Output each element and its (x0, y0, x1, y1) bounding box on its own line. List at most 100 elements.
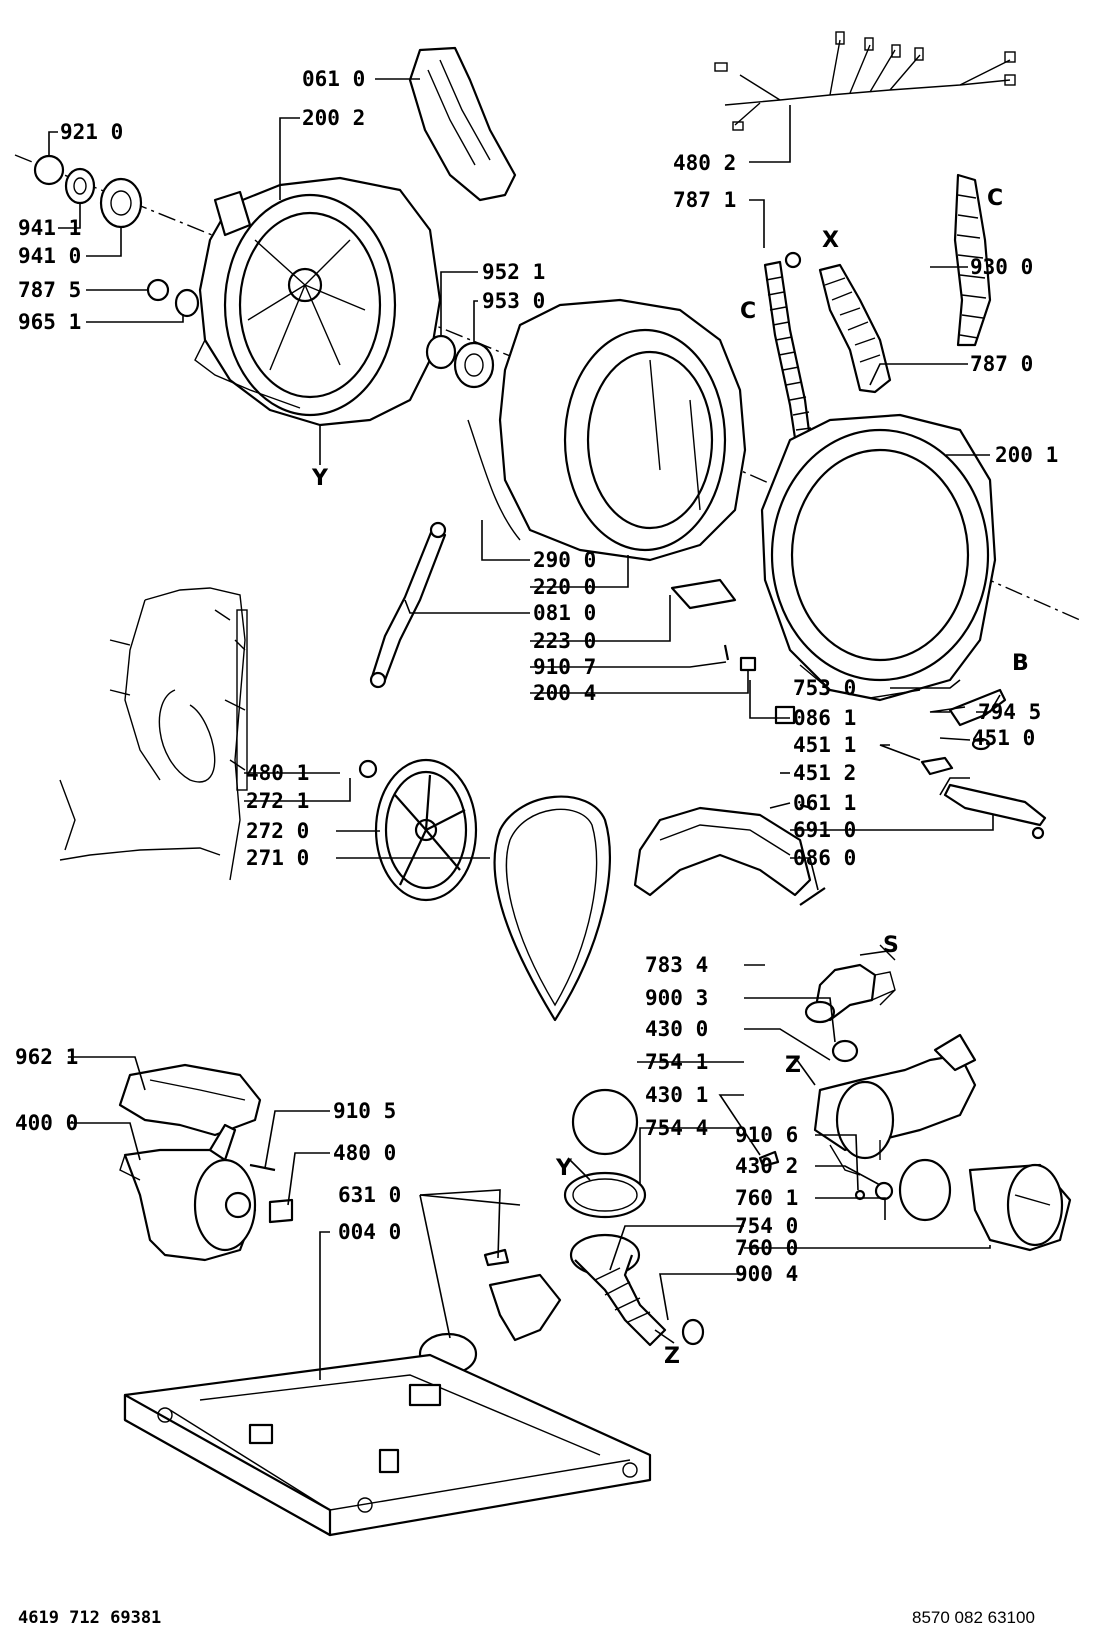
drum-seal-part (453, 341, 495, 389)
part-label-754-4: 754 4 (645, 1116, 708, 1140)
part-label-272-1: 272 1 (246, 789, 309, 813)
part-label-451-2: 451 2 (793, 761, 856, 785)
part-label-400-0: 400 0 (15, 1111, 78, 1135)
nut-part (1031, 826, 1045, 840)
part-label-900-3: 900 3 (645, 986, 708, 1010)
part-label-223-0: 223 0 (533, 629, 596, 653)
part-label-200-1: 200 1 (995, 443, 1058, 467)
circlip-part (33, 154, 65, 186)
marker-z-pump: Z (785, 1053, 801, 1078)
motor-shield-part (118, 1063, 262, 1137)
ntc-sensor-part (948, 688, 1007, 727)
part-labels: 061 0 200 2 921 0 941 1 941 0 787 5 965 … (15, 67, 1058, 1286)
part-label-220-0: 220 0 (533, 575, 596, 599)
motor-part (119, 1123, 257, 1262)
gasket-small-part (971, 737, 991, 751)
part-label-200-2: 200 2 (302, 106, 365, 130)
clamp-small-part (146, 278, 170, 302)
screw-pump-part (854, 1189, 866, 1201)
pump-cover-part (874, 1181, 894, 1201)
shock-absorber-part (370, 528, 447, 682)
part-label-794-5: 794 5 (978, 700, 1041, 724)
clip-part (739, 656, 757, 672)
pulley-nut-part (358, 759, 378, 779)
bearing-small-part (64, 167, 96, 205)
part-label-081-0: 081 0 (533, 601, 596, 625)
filter-gasket-part (898, 1158, 952, 1222)
part-label-962-1: 962 1 (15, 1045, 78, 1069)
part-label-952-1: 952 1 (482, 260, 545, 284)
counterweight-upper-part (408, 46, 517, 202)
leader-lines (48, 78, 1001, 1380)
bolt-part (799, 887, 826, 906)
part-label-910-7: 910 7 (533, 655, 596, 679)
holder-part (670, 578, 737, 610)
marker-z-hose: Z (664, 1344, 680, 1369)
part-label-430-2: 430 2 (735, 1154, 798, 1178)
motor-screw-part (249, 1163, 276, 1172)
counterweight-lower-part (633, 806, 812, 897)
part-label-921-0: 921 0 (60, 120, 123, 144)
pump-clip-part (758, 1150, 780, 1168)
sump-ring-part (563, 1171, 647, 1219)
marker-y-tub: Y (311, 466, 329, 491)
part-label-290-0: 290 0 (533, 548, 596, 572)
bearing-large-part (99, 177, 143, 229)
part-label-430-0: 430 0 (645, 1017, 708, 1041)
part-label-930-0: 930 0 (970, 255, 1033, 279)
part-label-783-4: 783 4 (645, 953, 708, 977)
foot-part (483, 1248, 510, 1267)
front-tub-part (760, 413, 997, 702)
part-label-787-1: 787 1 (673, 188, 736, 212)
part-label-480-2: 480 2 (673, 151, 736, 175)
part-label-451-1: 451 1 (793, 733, 856, 757)
part-label-941-0: 941 0 (18, 244, 81, 268)
part-label-953-0: 953 0 (482, 289, 545, 313)
sump-hose-part (569, 1233, 667, 1347)
part-label-754-0: 754 0 (735, 1214, 798, 1238)
drum-part (467, 298, 747, 562)
part-label-061-0: 061 0 (302, 67, 365, 91)
part-label-787-5: 787 5 (18, 278, 81, 302)
heater-clip-part (920, 756, 954, 776)
part-label-754-1: 754 1 (645, 1050, 708, 1074)
part-label-900-4: 900 4 (735, 1262, 798, 1286)
float-ball-part (571, 1088, 639, 1156)
rear-tub-part (194, 176, 442, 427)
drain-pump-part (813, 1033, 977, 1176)
pump-filter-part (968, 1163, 1072, 1252)
part-label-480-1: 480 1 (246, 761, 309, 785)
marker-x: X (822, 228, 839, 253)
part-label-760-0: 760 0 (735, 1236, 798, 1260)
part-label-451-0: 451 0 (972, 726, 1035, 750)
connection-markers: C C X Y Y B S Z Z (311, 186, 1029, 1369)
connector-part (774, 705, 796, 725)
part-label-910-5: 910 5 (333, 1099, 396, 1123)
footer-model-number: 8570 082 63100 (912, 1608, 1035, 1627)
clamp-sump-part (681, 1318, 705, 1346)
marker-c-left: C (740, 299, 756, 324)
part-label-753-0: 753 0 (793, 676, 856, 700)
marker-c-upper: C (987, 186, 1003, 211)
pulley-part (374, 758, 478, 902)
shaft-seal-part (174, 288, 200, 318)
spacer-ring-part (425, 334, 457, 370)
part-label-430-1: 430 1 (645, 1083, 708, 1107)
clamp-ring-part (831, 1039, 859, 1063)
clamp-hose-part (784, 251, 802, 269)
footer-document-number: 4619 712 69381 (18, 1608, 162, 1628)
part-label-272-0: 272 0 (246, 819, 309, 843)
part-label-965-1: 965 1 (18, 310, 81, 334)
part-label-061-1: 061 1 (793, 791, 856, 815)
part-label-941-1: 941 1 (18, 216, 81, 240)
part-label-910-6: 910 6 (735, 1123, 798, 1147)
marker-y-ring: Y (555, 1156, 573, 1181)
drive-belt-part (493, 795, 611, 1022)
part-label-086-1: 086 1 (793, 706, 856, 730)
part-label-480-0: 480 0 (333, 1141, 396, 1165)
marker-b: B (1012, 651, 1029, 676)
part-label-200-4: 200 4 (533, 681, 596, 705)
part-label-691-0: 691 0 (793, 818, 856, 842)
part-label-271-0: 271 0 (246, 846, 309, 870)
